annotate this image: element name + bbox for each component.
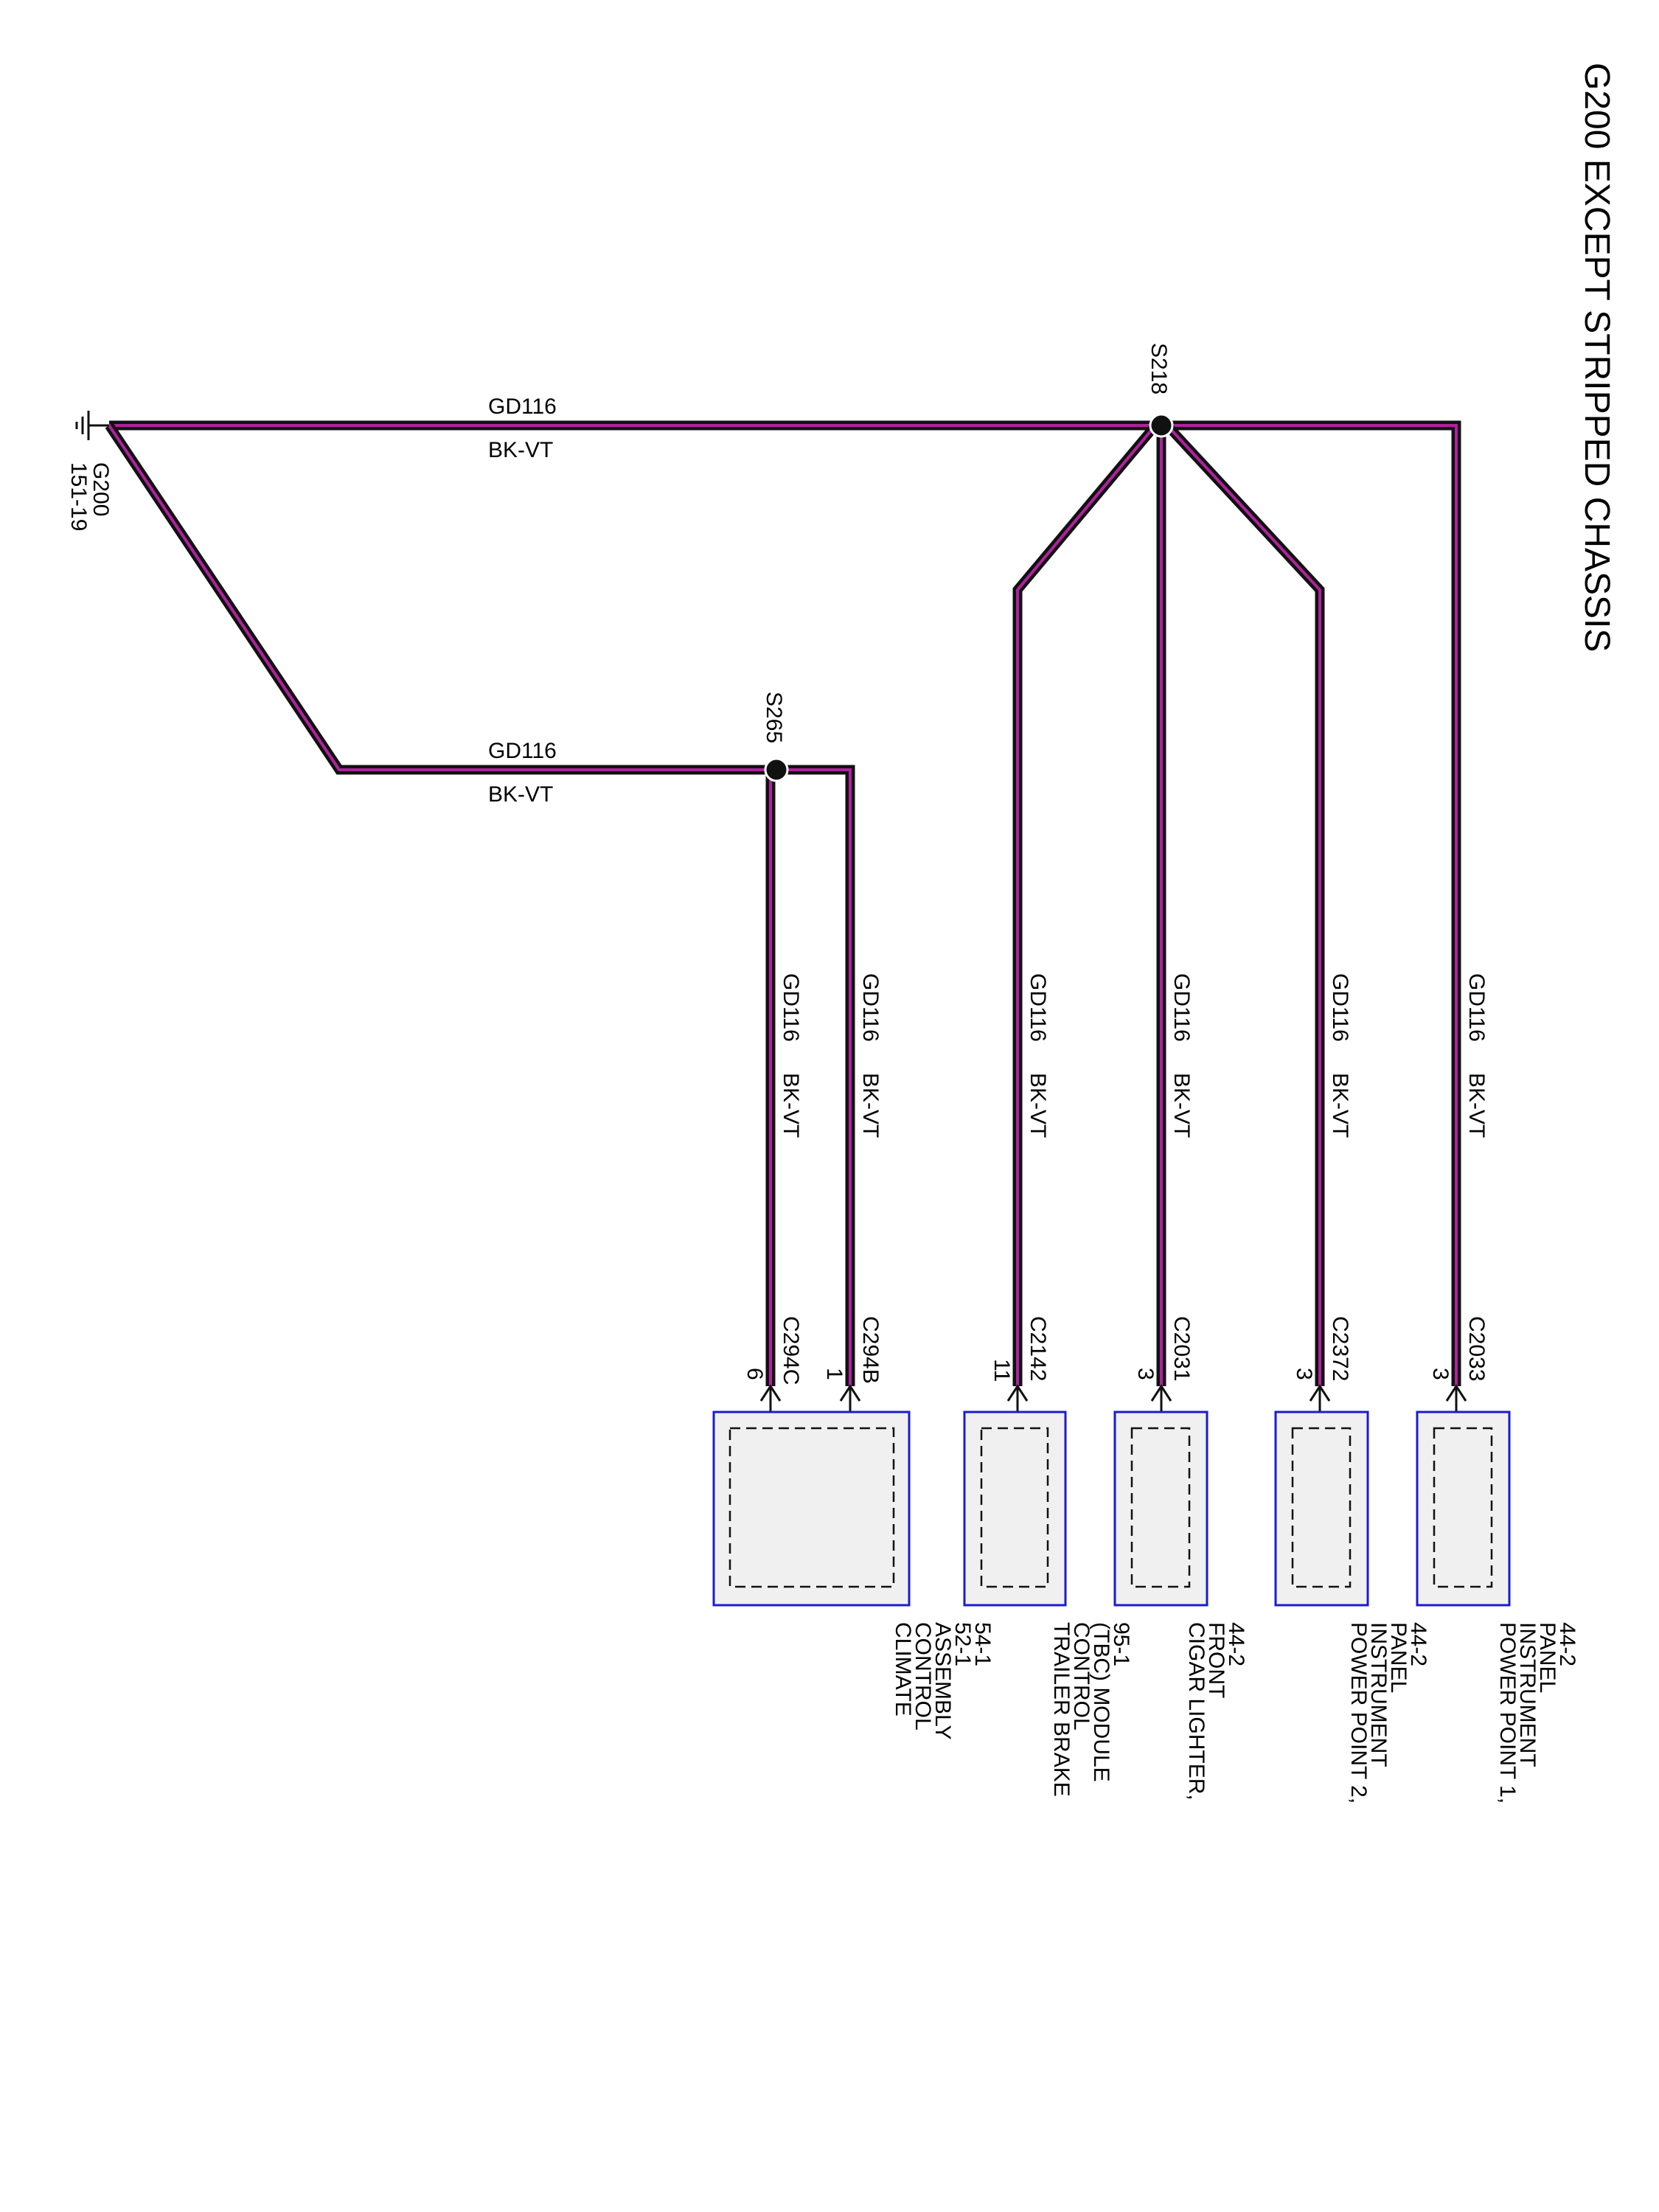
component-label-line: FRONT <box>1204 1622 1228 1698</box>
connector-c294c-label: C294C <box>779 1316 803 1385</box>
component-label-line: PANEL <box>1535 1622 1559 1693</box>
pin-c2372: 3 <box>1292 1368 1316 1380</box>
main-top-color-label: BK-VT <box>488 438 553 462</box>
connector-c2031-label: C2031 <box>1169 1316 1194 1381</box>
component-power-point-1[interactable] <box>1416 1411 1511 1607</box>
main-s265-circuit-label: GD116 <box>488 739 557 763</box>
splice-s265[interactable] <box>764 757 789 782</box>
ground-ref: 151-19 <box>66 462 91 531</box>
pin-c294b: 1 <box>822 1368 846 1380</box>
ground-name: G200 <box>88 462 113 516</box>
splice-s218[interactable] <box>1149 413 1174 438</box>
component-label-trailer-brake-control: TRAILER BRAKE CONTROL (TBC) MODULE 95-1 <box>1049 1622 1133 1797</box>
branch-c2031-color: BK-VT <box>1169 1073 1194 1138</box>
pin-c2031: 3 <box>1133 1368 1158 1380</box>
component-label-power-point-1: POWER POINT 1, INSTRUMENT PANEL 44-2 <box>1495 1622 1579 1804</box>
pin-c294c: 6 <box>742 1368 767 1380</box>
branch-c2033-color: BK-VT <box>1464 1073 1489 1138</box>
branch-c2031-circuit: GD116 <box>1169 973 1194 1042</box>
wire-s218-to-c2372-stripe <box>1166 424 1321 1386</box>
wire-s218-to-c2372[interactable] <box>1164 422 1325 1386</box>
component-label-power-point-2: POWER POINT 2, INSTRUMENT PANEL 44-2 <box>1346 1622 1430 1804</box>
branch-c294b-circuit: GD116 <box>858 973 883 1042</box>
component-label-line: INSTRUMENT <box>1366 1622 1391 1767</box>
component-label-line: 54-1 <box>970 1622 995 1666</box>
wire-ground-to-s265-stripe <box>108 424 852 1386</box>
component-label-line: INSTRUMENT <box>1515 1622 1540 1767</box>
main-s265-color-label: BK-VT <box>488 782 553 807</box>
diagram-title: G200 EXCEPT STRIPPED CHASSIS <box>1577 63 1616 652</box>
wire-main-top-stripe <box>109 424 1458 1386</box>
connector-c294b-label: C294B <box>858 1316 883 1384</box>
component-label-cigar-lighter: CIGAR LIGHTER, FRONT 44-2 <box>1184 1622 1248 1801</box>
component-power-point-2[interactable] <box>1274 1411 1369 1607</box>
component-label-line: PANEL <box>1386 1622 1411 1693</box>
connector-c2033-label: C2033 <box>1464 1316 1489 1381</box>
component-label-line: POWER POINT 1, <box>1495 1622 1520 1804</box>
component-label-line: CLIMATE <box>891 1622 915 1717</box>
branch-c2142-color: BK-VT <box>1026 1073 1050 1138</box>
component-label-line: CONTROL <box>1069 1622 1093 1731</box>
component-label-line: CONTROL <box>911 1622 935 1731</box>
wire-s218-to-c2142-stripe <box>1016 424 1157 1386</box>
component-label-line: TRAILER BRAKE <box>1049 1622 1074 1797</box>
component-label-line: 44-2 <box>1406 1622 1430 1666</box>
branch-c2372-color: BK-VT <box>1328 1073 1352 1138</box>
component-label-line: CIGAR LIGHTER, <box>1184 1622 1208 1801</box>
component-label-line: 44-2 <box>1555 1622 1579 1666</box>
wire-main-top[interactable] <box>109 420 1461 1386</box>
wire-harness <box>105 420 1461 1386</box>
component-label-line: 52-1 <box>950 1622 975 1666</box>
component-label-climate-control: CLIMATE CONTROL ASSEMBLY 52-1 54-1 <box>891 1622 995 1740</box>
component-label-line: POWER POINT 2, <box>1346 1622 1371 1804</box>
connector-c2372-label: C2372 <box>1328 1316 1352 1381</box>
pin-c2142: 11 <box>990 1359 1014 1382</box>
component-label-line: 95-1 <box>1109 1622 1133 1666</box>
component-climate-control[interactable] <box>712 1411 911 1607</box>
branch-c2142-circuit: GD116 <box>1026 973 1050 1042</box>
ground-icon <box>75 411 109 440</box>
component-cigar-lighter[interactable] <box>1113 1411 1208 1607</box>
component-label-line: 44-2 <box>1224 1622 1248 1666</box>
branch-c2372-circuit: GD116 <box>1328 973 1352 1042</box>
component-label-line: (TBC) MODULE <box>1089 1622 1113 1782</box>
branch-c294c-color: BK-VT <box>779 1073 803 1138</box>
connector-c2142-label: C2142 <box>1026 1316 1050 1381</box>
branch-c294c-circuit: GD116 <box>779 973 803 1042</box>
splice-s218-label: S218 <box>1147 343 1171 394</box>
main-top-circuit-label: GD116 <box>488 394 557 419</box>
branch-c2033-circuit: GD116 <box>1464 973 1489 1042</box>
wire-ground-to-s265[interactable] <box>105 422 855 1386</box>
wire-s218-to-c2142[interactable] <box>1012 422 1159 1386</box>
branch-c294b-color: BK-VT <box>858 1073 883 1138</box>
component-label-line: ASSEMBLY <box>931 1622 955 1740</box>
component-trailer-brake-control[interactable] <box>963 1411 1067 1607</box>
splice-s265-label: S265 <box>762 692 786 743</box>
pin-c2033: 3 <box>1428 1368 1453 1380</box>
